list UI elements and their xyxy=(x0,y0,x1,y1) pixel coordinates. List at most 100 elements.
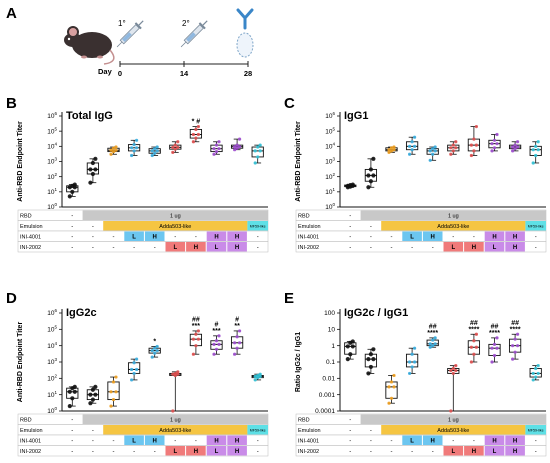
table-cell: H xyxy=(492,234,496,240)
data-point xyxy=(111,146,116,150)
data-point xyxy=(531,371,535,376)
data-point xyxy=(348,352,353,357)
data-point xyxy=(237,137,242,141)
y-tick-label: 1 xyxy=(331,343,335,350)
data-point xyxy=(253,149,257,153)
box-group xyxy=(405,135,419,156)
table-cell: Adda503-like xyxy=(159,224,191,230)
box-group xyxy=(189,329,203,356)
y-tick-label: 104 xyxy=(47,142,57,151)
box-group xyxy=(230,137,244,152)
box-group xyxy=(148,145,161,158)
data-point xyxy=(389,149,394,153)
box-group xyxy=(107,375,120,408)
data-point xyxy=(392,148,396,152)
data-point xyxy=(217,334,221,338)
mouse-icon xyxy=(64,26,115,65)
table-cell: - xyxy=(349,245,351,251)
table-cell: MF59-like xyxy=(250,224,266,228)
box-group xyxy=(344,182,357,190)
table-row-label: RBD xyxy=(298,213,310,219)
data-point xyxy=(474,345,478,349)
data-point xyxy=(93,392,98,397)
data-point xyxy=(150,149,154,153)
box-group xyxy=(467,125,481,158)
dose-cell xyxy=(484,231,505,241)
table-cell: - xyxy=(349,213,351,219)
box-group xyxy=(210,334,223,356)
table-cell: H xyxy=(513,449,517,455)
box-group xyxy=(529,364,542,382)
table-row-label: INI-2002 xyxy=(298,245,319,251)
table-cell: H xyxy=(235,234,239,240)
data-point xyxy=(253,378,257,382)
y-axis-label: Anti-RBD Endpoint Titer xyxy=(17,322,24,403)
dose-cell xyxy=(464,446,484,456)
data-point xyxy=(176,140,180,144)
chart-title: IgG2c / IgG1 xyxy=(344,307,408,319)
dose-cell xyxy=(422,435,443,445)
data-point xyxy=(366,357,371,362)
data-point xyxy=(256,376,260,380)
y-tick-label: 105 xyxy=(47,325,57,334)
table-cell: - xyxy=(71,417,73,423)
data-point xyxy=(469,345,474,349)
table-cell: - xyxy=(71,438,73,444)
data-point xyxy=(368,167,373,172)
table-cell: H xyxy=(431,438,435,444)
data-point xyxy=(366,371,371,376)
data-point xyxy=(114,145,118,149)
data-point xyxy=(253,374,257,379)
data-point xyxy=(150,348,154,353)
data-point xyxy=(171,372,175,376)
data-point xyxy=(90,171,96,177)
data-point xyxy=(474,143,478,147)
box-group xyxy=(488,132,501,153)
data-point xyxy=(511,145,515,149)
rbd-bar xyxy=(82,210,268,220)
table-cell: - xyxy=(71,224,73,230)
table-cell: H xyxy=(214,234,218,240)
dose-cell xyxy=(484,242,505,252)
data-point xyxy=(392,385,396,389)
data-point xyxy=(233,145,237,149)
table-cell: - xyxy=(92,224,94,230)
table-cell: - xyxy=(432,245,434,251)
table-cell: - xyxy=(257,449,259,455)
table-cell: - xyxy=(535,449,537,455)
table-cell: H xyxy=(492,438,496,444)
table-cell: - xyxy=(92,245,94,251)
data-point xyxy=(93,167,98,172)
table-row xyxy=(295,445,547,457)
data-point xyxy=(515,140,520,144)
y-axis-label: Anti-RBD Endpoint Titer xyxy=(295,121,302,202)
table-row-label: INI-2002 xyxy=(20,449,41,455)
dose-cell xyxy=(206,435,227,445)
data-point xyxy=(191,337,196,341)
data-point xyxy=(431,147,435,151)
table-row-label: INI-4001 xyxy=(20,234,41,240)
data-point xyxy=(490,360,494,364)
table-row-label: Emulsion xyxy=(298,224,321,230)
box-group xyxy=(189,125,203,144)
data-point xyxy=(495,346,499,350)
y-tick-label: 100 xyxy=(47,202,57,211)
data-point xyxy=(72,182,77,187)
data-point xyxy=(235,346,239,350)
dose-cell xyxy=(464,242,484,252)
data-point xyxy=(153,151,157,155)
data-point xyxy=(111,149,116,154)
box-group xyxy=(488,336,501,364)
table-cell: L xyxy=(132,438,136,444)
table-row xyxy=(295,241,547,253)
data-point xyxy=(387,401,391,405)
data-point xyxy=(90,387,96,392)
table-cell: - xyxy=(71,213,73,219)
y-tick-label: 0.1 xyxy=(326,359,335,366)
data-point xyxy=(153,346,157,350)
data-point xyxy=(412,135,417,139)
data-point xyxy=(536,371,540,376)
data-point xyxy=(412,360,417,364)
box-group xyxy=(251,372,264,382)
